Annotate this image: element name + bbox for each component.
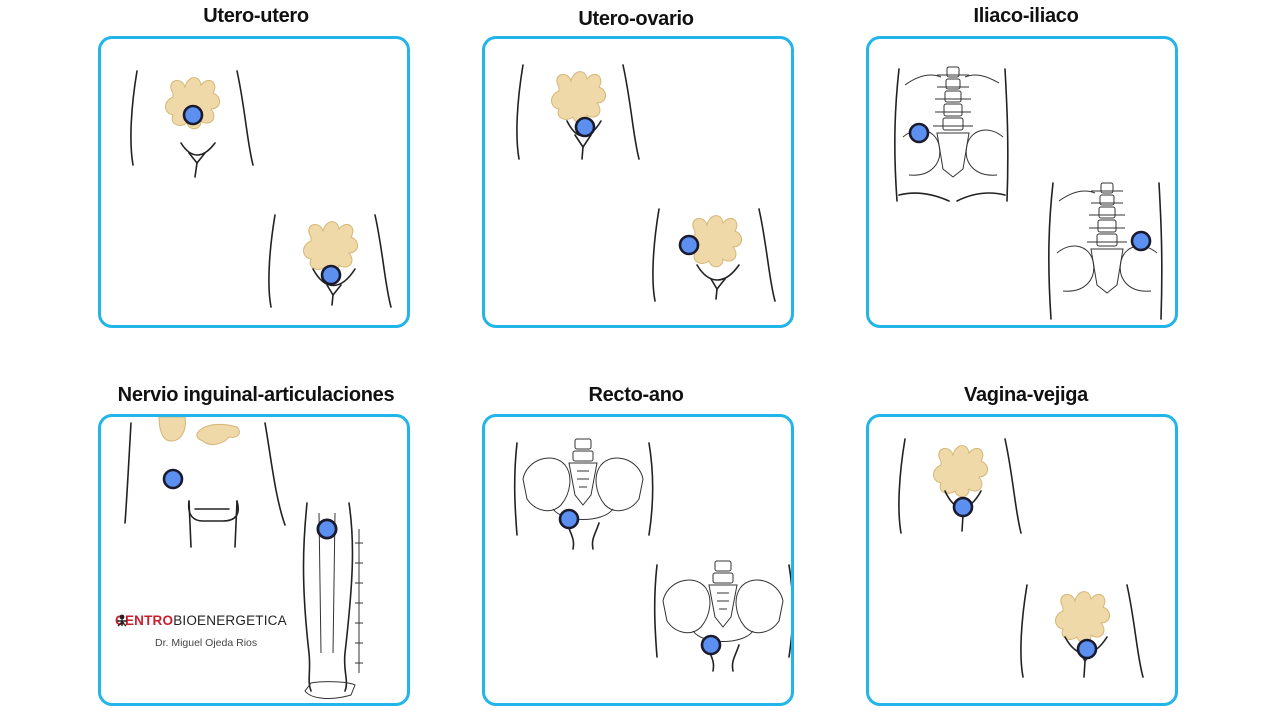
pelvis-front-illustration bbox=[130, 70, 254, 178]
groin-front-illustration bbox=[124, 417, 286, 548]
spine-back-illustration bbox=[1048, 182, 1163, 320]
bioenergy-symbol-icon bbox=[117, 614, 127, 627]
marker-dot bbox=[316, 518, 338, 540]
panel-title-vagina-vejiga: Vagina-vejiga bbox=[964, 384, 1088, 406]
pelvis-bone-illustration bbox=[653, 560, 791, 672]
panel-vagina-vejiga bbox=[866, 414, 1178, 706]
sacrum bbox=[568, 438, 598, 506]
panel-title-utero-utero: Utero-utero bbox=[203, 5, 309, 27]
pelvis-front-illustration bbox=[898, 438, 1022, 534]
marker-dot bbox=[1076, 638, 1098, 660]
panel-title-iliaco-iliaco: Iliaco-iliaco bbox=[973, 5, 1079, 27]
panel-title-utero-ovario: Utero-ovario bbox=[578, 8, 694, 30]
panel-title-nervio-inguinal: Nervio inguinal-articulaciones bbox=[117, 384, 395, 406]
vertebral-column bbox=[1087, 182, 1127, 294]
marker-dot bbox=[320, 264, 342, 286]
brand-logo: CENTROBIOENERGETICA bbox=[115, 613, 287, 628]
marker-dot bbox=[162, 468, 184, 490]
marker-dot bbox=[700, 634, 722, 656]
panel-nervio-inguinal: CENTROBIOENERGETICA Dr. Miguel Ojeda Rio… bbox=[98, 414, 410, 706]
marker-dot bbox=[574, 116, 596, 138]
vertebral-column bbox=[933, 66, 973, 178]
logo-brand-red: CENTRO bbox=[115, 613, 174, 628]
sacrum bbox=[708, 560, 738, 628]
pelvis-front-illustration bbox=[268, 214, 392, 308]
logo-doctor-name: Dr. Miguel Ojeda Rios bbox=[155, 637, 258, 649]
marker-dot bbox=[952, 496, 974, 518]
marker-dot bbox=[1130, 230, 1152, 252]
pelvis-front-illustration bbox=[652, 208, 776, 302]
pelvis-bone-illustration bbox=[513, 438, 654, 550]
marker-dot bbox=[908, 122, 930, 144]
panel-utero-ovario bbox=[482, 36, 794, 328]
panel-title-recto-ano: Recto-ano bbox=[588, 384, 684, 406]
logo-brand-dark: BIOENERGETICA bbox=[173, 613, 287, 628]
pelvis-front-illustration bbox=[1020, 584, 1144, 678]
leg-skeleton-illustration bbox=[302, 502, 363, 699]
spine-back-illustration bbox=[894, 66, 1009, 202]
marker-dot bbox=[558, 508, 580, 530]
pelvis-front-illustration bbox=[516, 64, 640, 160]
marker-dot bbox=[182, 104, 204, 126]
marker-dot bbox=[678, 234, 700, 256]
panel-iliaco-iliaco bbox=[866, 36, 1178, 328]
panel-recto-ano bbox=[482, 414, 794, 706]
panel-utero-utero bbox=[98, 36, 410, 328]
